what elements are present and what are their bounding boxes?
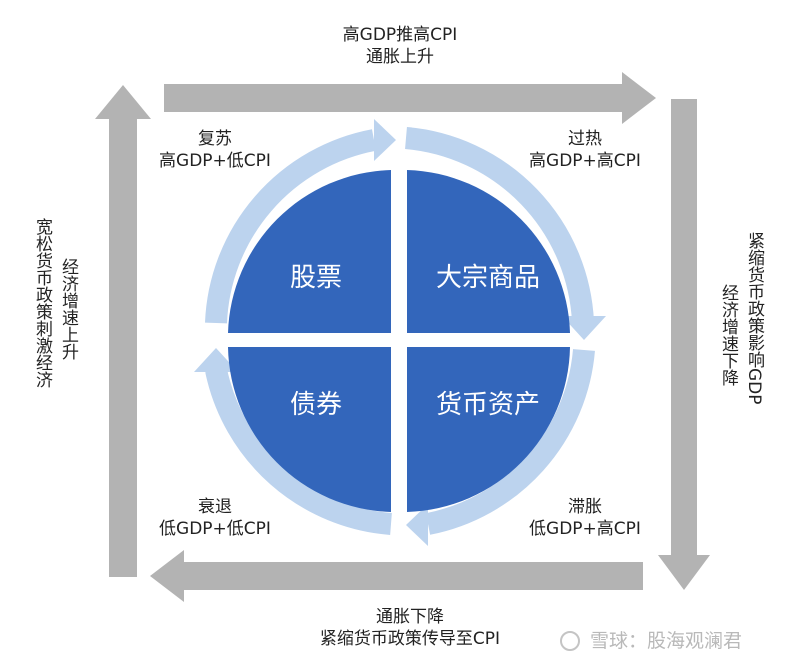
ring-arc-bottom-left (205, 367, 392, 535)
phase-recovery: 复苏 高GDP+低CPI (140, 128, 290, 172)
bottom-arrow-label: 通胀下降 紧缩货币政策传导至CPI (290, 606, 530, 650)
phase-recession: 衰退 低GDP+低CPI (140, 496, 290, 540)
phase-recession-desc: 低GDP+低CPI (159, 519, 271, 539)
quadrant-label-stocks: 股票 (290, 263, 342, 293)
right-arrow (658, 99, 710, 590)
quadrant-label-commodities: 大宗商品 (436, 263, 540, 293)
top-arrow-line2: 通胀上升 (366, 47, 434, 67)
right-arrow-label-2: 经济增速下降 (718, 284, 738, 386)
phase-recovery-desc: 高GDP+低CPI (159, 151, 271, 171)
phase-recovery-name: 复苏 (198, 129, 232, 149)
ring-arc-top-left (205, 129, 377, 324)
phase-overheat-name: 过热 (568, 129, 602, 149)
top-arrow (164, 72, 656, 124)
phase-recession-name: 衰退 (198, 497, 232, 517)
ring-arrowhead-top-left (374, 119, 396, 161)
bottom-arrow (150, 550, 643, 602)
left-arrow-label-2: 经济增速上升 (58, 258, 78, 360)
snowball-logo-icon (560, 631, 580, 651)
quadrant-top-right (407, 170, 570, 333)
top-arrow-label: 高GDP推高CPI 通胀上升 (300, 24, 500, 68)
phase-overheat-desc: 高GDP+高CPI (529, 151, 641, 171)
bottom-arrow-line2: 紧缩货币政策传导至CPI (319, 629, 501, 649)
quadrant-label-cash: 货币资产 (436, 390, 540, 420)
top-arrow-line1: 高GDP推高CPI (342, 25, 458, 45)
phase-stagflation-name: 滞胀 (568, 497, 602, 517)
watermark: 雪球：股海观澜君 (560, 626, 742, 653)
ring-arc-top-right (405, 127, 594, 323)
left-arrow-label-1: 宽松货币政策刺激经济 (32, 218, 52, 388)
left-arrow (95, 85, 151, 577)
ring-arc-bottom-right (425, 348, 595, 535)
watermark-text: 雪球：股海观澜君 (590, 630, 743, 652)
ring-arrowhead-top-right (562, 316, 606, 340)
ring-arrowhead-bottom-right (406, 504, 428, 546)
quadrant-bottom-right (407, 347, 570, 512)
quadrant-top-left (228, 170, 391, 333)
bottom-arrow-line1: 通胀下降 (376, 607, 444, 627)
right-arrow-label-1: 紧缩货币政策影响GDP (744, 232, 764, 405)
quadrant-label-bonds: 债券 (290, 390, 342, 420)
ring-arrowhead-bottom-left (194, 348, 238, 372)
quadrant-bottom-left (228, 347, 391, 512)
phase-stagflation-desc: 低GDP+高CPI (529, 519, 641, 539)
phase-stagflation: 滞胀 低GDP+高CPI (510, 496, 660, 540)
phase-overheat: 过热 高GDP+高CPI (510, 128, 660, 172)
